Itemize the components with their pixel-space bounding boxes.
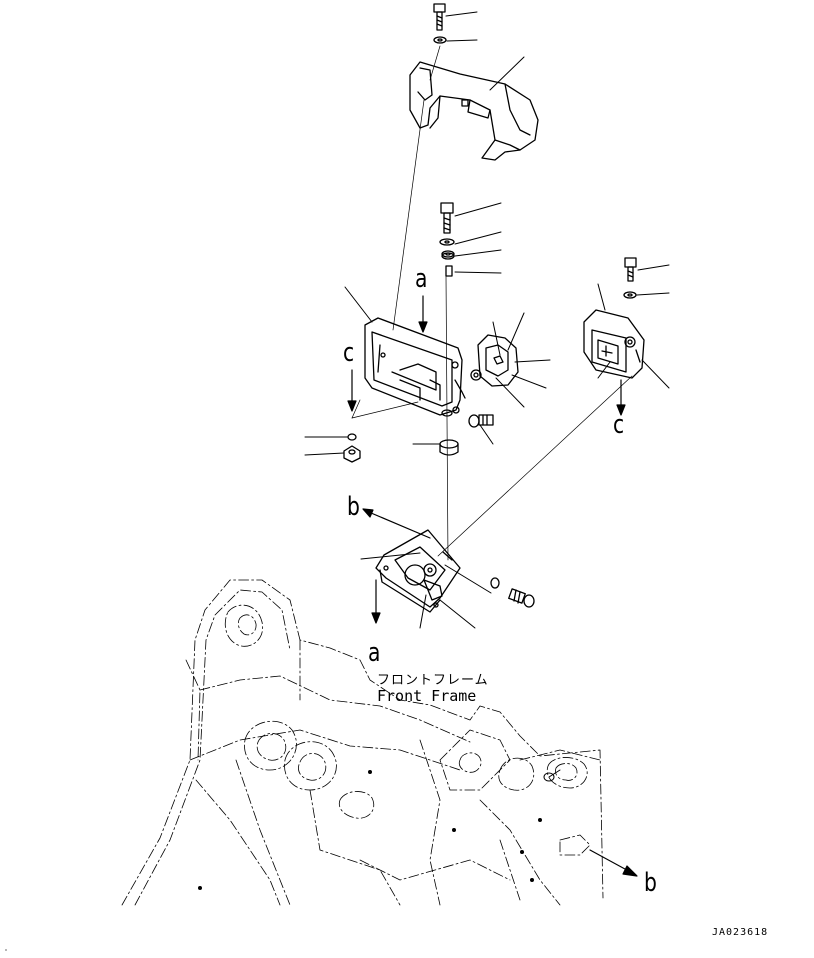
leader-lines <box>304 11 670 629</box>
front-frame-label-jp: フロントフレーム <box>377 673 489 688</box>
drawing-id: JA023618 <box>712 927 769 938</box>
right-bolt <box>623 257 637 299</box>
page-mark <box>5 949 7 951</box>
front-frame-bolts <box>198 769 561 890</box>
view-label-b-lower: b <box>644 868 657 898</box>
view-label-a-upper: a <box>415 264 428 294</box>
view-label-a-lower: a <box>368 638 381 668</box>
front-frame-label-en: Front Frame <box>377 687 477 705</box>
base-bracket <box>375 529 461 613</box>
front-frame-outline <box>121 579 604 906</box>
view-arrows <box>347 295 638 877</box>
base-washer-bolt <box>490 577 535 608</box>
top-washer <box>433 36 447 44</box>
top-cover <box>409 61 539 161</box>
assembly-guide-lines <box>351 45 633 561</box>
view-label-c-right: c <box>613 410 625 440</box>
center-nut <box>439 439 459 456</box>
bracket-frame <box>364 317 466 417</box>
middle-washers <box>439 238 455 277</box>
view-label-c-left: c <box>343 338 355 368</box>
right-switch <box>583 309 645 379</box>
top-bolt <box>433 3 446 31</box>
middle-bolt <box>440 202 454 234</box>
left-bolt-horizontal <box>468 414 494 428</box>
view-label-b-upper: b <box>347 492 360 522</box>
left-washer-nut <box>343 433 361 463</box>
